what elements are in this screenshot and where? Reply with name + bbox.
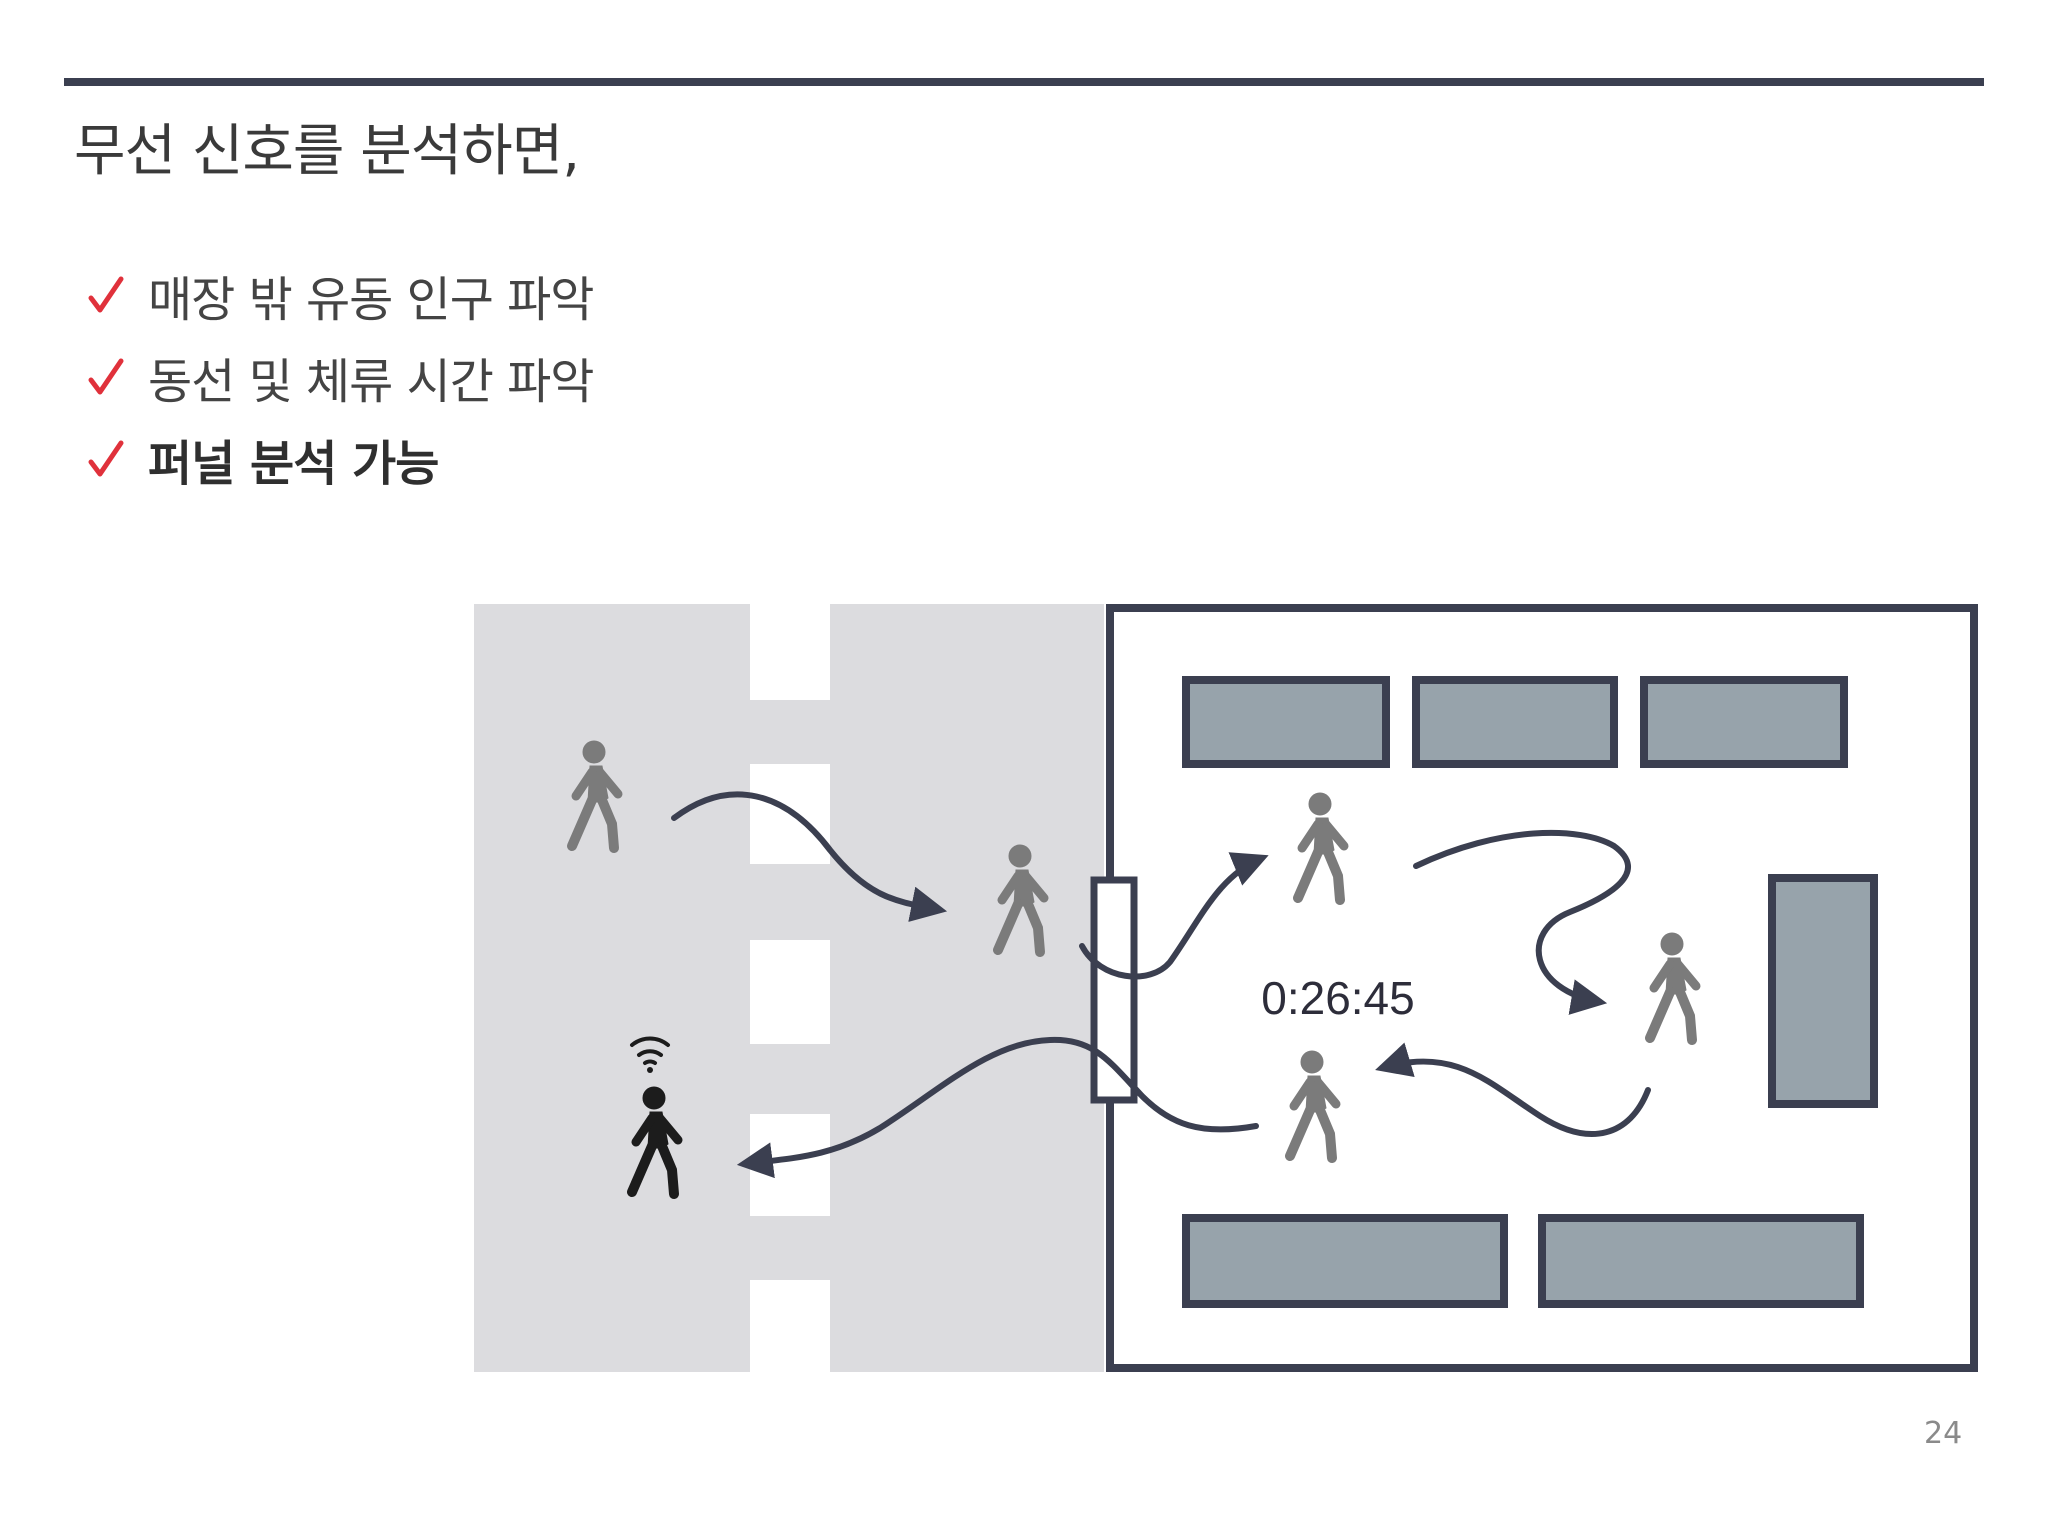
arrow-path [1375, 1042, 1651, 1137]
crosswalk-stripe [750, 1280, 830, 1372]
shelf [1640, 676, 1848, 768]
bullet-text: 동선 및 체류 시간 파악 [148, 354, 594, 410]
movement-arrows [671, 791, 1651, 1179]
check-icon [88, 276, 124, 313]
shelf [1182, 1214, 1508, 1308]
check-icon [88, 440, 124, 477]
crosswalk-stripe [750, 604, 830, 700]
shelf [1538, 1214, 1864, 1308]
bullet-item: 매장 밖 유동 인구 파악 [88, 254, 594, 336]
bullet-text: 매장 밖 유동 인구 파악 [148, 272, 594, 328]
slide-title: 무선 신호를 분석하면, [74, 119, 580, 184]
check-icon [88, 358, 124, 395]
arrow-path [736, 1036, 1259, 1179]
crosswalk-stripe [750, 940, 830, 1044]
shelf [1182, 676, 1390, 768]
bullet-item: 동선 및 체류 시간 파악 [88, 336, 594, 418]
street-area [474, 604, 1104, 1372]
bullet-text: 퍼널 분석 가능 [148, 436, 439, 492]
wifi-icon [630, 1036, 670, 1073]
arrow-path [671, 791, 948, 923]
shelf [1412, 676, 1618, 768]
bullet-list: 매장 밖 유동 인구 파악 동선 및 체류 시간 파악 퍼널 분석 가능 [88, 254, 594, 500]
page-number: 24 [1924, 1416, 1963, 1451]
shelf [1768, 874, 1878, 1108]
shelves [1182, 676, 1878, 1308]
arrow-path [1079, 852, 1269, 980]
top-rule [64, 78, 1984, 86]
bullet-item-emphasis: 퍼널 분석 가능 [88, 418, 593, 500]
dwell-time-label: 0:26:45 [1261, 972, 1414, 1024]
arrow-path [1413, 829, 1631, 1015]
crosswalk-stripe [750, 1114, 830, 1216]
